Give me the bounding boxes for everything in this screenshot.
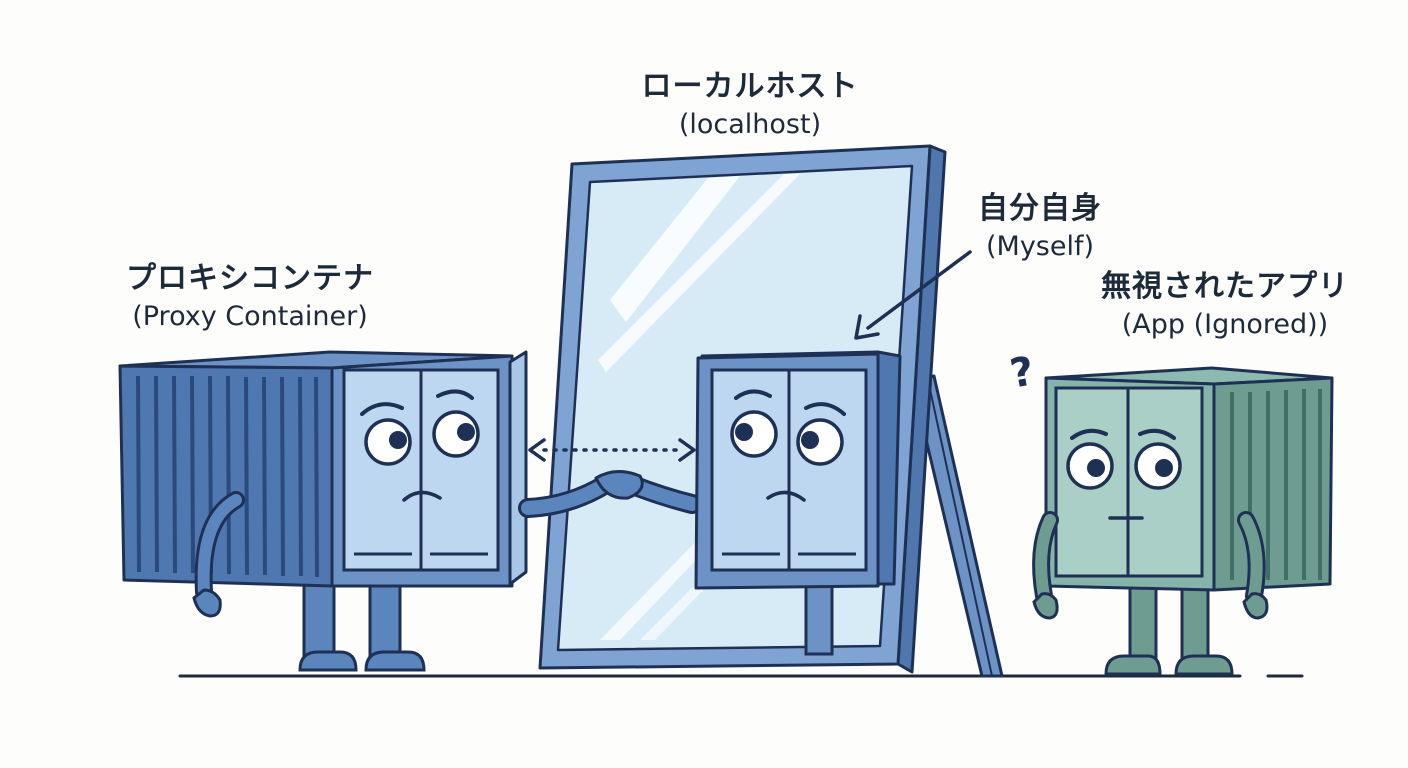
shipping-container-character (118, 350, 528, 672)
ignored-container-character (1032, 366, 1334, 676)
label-proxy-jp: プロキシコンテナ (126, 261, 374, 296)
container-reflection (694, 350, 902, 656)
label-app: 無視されたアプリ (App (Ignored)) (1080, 269, 1370, 340)
label-app-en: (App (Ignored)) (1121, 308, 1329, 340)
label-myself: 自分自身 (Myself) (950, 191, 1130, 262)
handshake (518, 470, 702, 518)
label-localhost-jp: ローカルホスト (641, 69, 859, 104)
label-localhost: ローカルホスト (localhost) (600, 69, 900, 140)
pointer-arrow-icon (854, 250, 972, 340)
label-proxy: プロキシコンテナ (Proxy Container) (100, 261, 400, 332)
label-myself-en: (Myself) (985, 230, 1095, 262)
double-arrow-icon (528, 438, 696, 462)
label-localhost-en: (localhost) (678, 108, 822, 140)
label-app-jp: 無視されたアプリ (1101, 269, 1349, 304)
label-proxy-en: (Proxy Container) (132, 300, 368, 332)
question-mark: ? (1007, 348, 1038, 397)
label-myself-jp: 自分自身 (978, 191, 1102, 226)
